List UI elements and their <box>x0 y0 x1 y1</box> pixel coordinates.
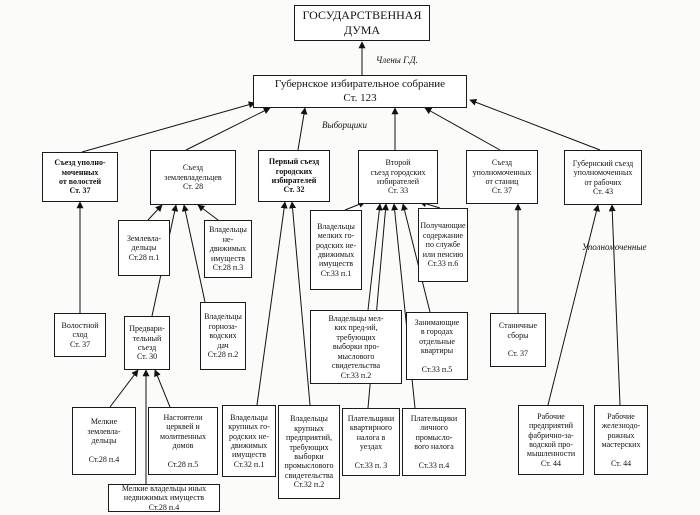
arrow-stanitsa-to-assembly <box>424 107 501 151</box>
small-landowners-box: Мелкие землевла- дельцы Ст.28 п.4 <box>72 407 136 475</box>
workers-congress-box: Губернский съезд уполномоченных от рабоч… <box>564 150 642 205</box>
large-city-owners-box: Владельцы крупных го- родских не- движим… <box>222 405 276 477</box>
city-second-congress-box: Второй съезд городских избирателей Ст. 3… <box>358 150 438 204</box>
arrow-workers-to-assembly <box>469 98 601 151</box>
church-abbots-box: Настоятели церквей и молитвенных домов С… <box>148 407 218 475</box>
arrow-smalllandowners-to-preliminary <box>109 369 139 408</box>
volost-congress-box: Съезд уполно- моченных от волостей Ст. 3… <box>42 152 118 202</box>
arrow-railway-to-workers <box>608 204 621 406</box>
stanitsa-assembly-box: Станичные сборы Ст. 37 <box>490 313 546 367</box>
electors-label: Выборщики <box>322 120 368 130</box>
arrow-cityfirst-to-assembly <box>297 107 308 151</box>
preliminary-congress-box: Предвари- тельный съезд Ст. 30 <box>124 316 170 370</box>
volost-assembly-box: Волостной сход Ст. 37 <box>54 313 106 357</box>
arrow-mining-to-landowners <box>181 204 206 303</box>
arrow-landownersowners-to-landowners <box>147 204 163 221</box>
stanitsa-congress-box: Съезд уполномоченных от станиц Ст. 37 <box>466 150 538 204</box>
arrow-factory-to-workers <box>547 204 600 406</box>
factory-workers-box: Рабочие предприятий фабрично-за- водской… <box>518 405 584 475</box>
assembly-box: Губернское избирательное собрание Ст. 12… <box>253 75 467 108</box>
railway-workers-box: Рабочие железнодо- рожных мастерских Ст.… <box>594 405 648 475</box>
small-city-owners-box: Владельцы мелких го- родских не- движимы… <box>310 210 362 290</box>
members-label: Члены Г.Д. <box>376 55 418 65</box>
real-estate-owners-box: Владельцы не- движимых имуществ Ст.28 п.… <box>204 220 252 278</box>
arrow-apartments-to-citysecond <box>401 203 431 313</box>
arrow-smallenterprise-to-citysecond <box>367 203 383 311</box>
landowners-congress-box: Съезд землевладельцев Ст. 28 <box>150 150 236 205</box>
trade-tax-box: Плательщики личного промысло- вого налог… <box>402 408 466 476</box>
city-first-congress-box: Первый съезд городских избирателей Ст. 3… <box>258 150 330 202</box>
arrow-realestate-to-landowners <box>197 204 219 221</box>
mining-owners-box: Владельцы горноза- водских дач Ст.28 п.2 <box>200 302 246 370</box>
large-enterprise-box: Владельцы крупных предприятий, требующих… <box>278 405 340 499</box>
arrow-largeenterprise-to-cityfirst <box>289 201 311 406</box>
duma-box: ГОСУДАРСТВЕННАЯ ДУМА <box>294 5 430 41</box>
pension-box: Получающие содержание по службе или пенс… <box>418 208 468 282</box>
landowners-owners-box: Землевла- дельцы Ст.28 п.1 <box>118 220 170 276</box>
authorized-label: Уполномоченные <box>582 242 647 252</box>
arrow-church-to-preliminary <box>154 369 171 408</box>
apartment-tax-box: Плательщики квартирного налога в уездах … <box>342 408 400 476</box>
arrow-largecity-to-cityfirst <box>256 201 288 406</box>
small-real-estate-box: Мелкие владельцы иных недвижимых имущест… <box>108 484 220 512</box>
small-enterprise-box: Владельцы мел- ких пред-ий, требующих вы… <box>310 310 402 384</box>
arrow-volost-to-assembly <box>81 101 256 153</box>
arrow-landowners-to-assembly <box>185 107 271 151</box>
apartments-box: Занимающие в городах отдельные квартиры … <box>406 312 468 380</box>
